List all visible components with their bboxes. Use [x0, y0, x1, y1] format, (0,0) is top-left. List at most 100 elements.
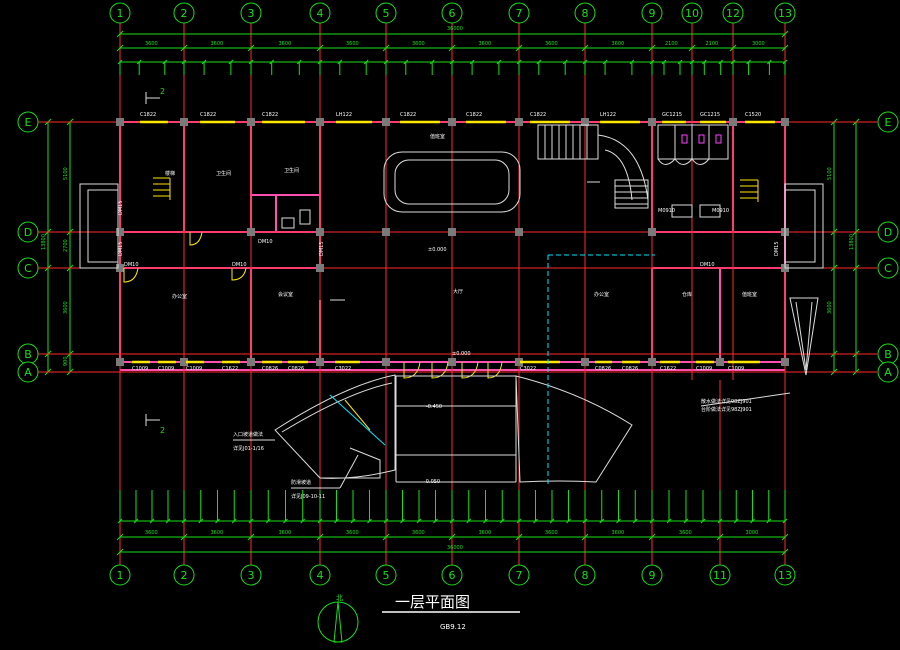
- column: [581, 358, 589, 366]
- structural-columns: [116, 118, 789, 366]
- door-tag: DM15: [118, 200, 124, 215]
- dimension-tick: [382, 44, 390, 52]
- column: [448, 118, 456, 126]
- column: [247, 118, 255, 126]
- axis-bubble: 6: [441, 564, 463, 586]
- axis-bubble-circle: [109, 2, 131, 24]
- axis-grid: [119, 22, 786, 566]
- column: [382, 228, 390, 236]
- room-label-office-left: 办公室: [172, 293, 187, 300]
- dimension-tick: [316, 44, 324, 52]
- axis-bubble-circle: [240, 2, 262, 24]
- column: [729, 118, 737, 126]
- axis-bubble: 7: [508, 2, 530, 24]
- window-tag: LH122: [336, 112, 352, 118]
- scale-note: GB9.12: [440, 623, 466, 631]
- dimension-tick: [448, 533, 456, 541]
- axis-bubble: 3: [240, 2, 262, 24]
- axis-bubble-circle: [17, 111, 39, 133]
- axis-bubble: E: [17, 111, 39, 133]
- dimension-value: 3000: [752, 41, 765, 47]
- column: [116, 358, 124, 366]
- axis-bubble: 8: [574, 2, 596, 24]
- window-tag: C0826: [595, 366, 611, 372]
- axis-bubble-circle: [17, 221, 39, 243]
- dimension-total: 13800: [849, 234, 855, 250]
- column: [382, 118, 390, 126]
- axis-bubble: C: [877, 257, 899, 279]
- level-entry: ±0.000: [452, 351, 471, 357]
- door-tag: DM10: [124, 262, 139, 268]
- dimension-tick: [116, 548, 124, 556]
- door-tag: M0910: [712, 208, 729, 214]
- dimension-tick: [729, 44, 737, 52]
- axis-bubble: 3: [240, 564, 262, 586]
- dimension-tick: [316, 533, 324, 541]
- dimension-value: 2100: [665, 41, 678, 47]
- dimension-tick: [180, 533, 188, 541]
- axis-bubble-circle: [173, 2, 195, 24]
- dimension-tick: [116, 533, 124, 541]
- dimension-value: 900: [63, 356, 69, 366]
- dimension-value: 3600: [612, 530, 625, 536]
- room-label-storage: 仓库: [682, 291, 692, 298]
- column: [716, 358, 724, 366]
- axis-bubble-circle: [375, 2, 397, 24]
- window-tag: GC1215: [700, 112, 720, 118]
- axis-bubble-label: 8: [582, 7, 589, 20]
- window-tag: C3022: [335, 366, 351, 372]
- toilet-stalls: [657, 124, 729, 218]
- interior-details: [79, 124, 824, 485]
- axis-bubble-label: B: [24, 348, 32, 361]
- axis-bubble-label: 9: [649, 7, 656, 20]
- dimension-value: 3600: [612, 41, 625, 47]
- dimension-value: 3600: [679, 530, 692, 536]
- column: [648, 228, 656, 236]
- axis-bubble-circle: [774, 2, 796, 24]
- column: [247, 358, 255, 366]
- axis-bubble-label: D: [884, 226, 892, 239]
- dimension-value: 3600: [346, 41, 359, 47]
- title-block: 一层平面图 GB9.12 北: [317, 593, 520, 643]
- dimension-tick: [781, 548, 789, 556]
- ramp-note: 防滑坡道: [291, 479, 311, 486]
- column: [180, 118, 188, 126]
- axis-bubble-label: 5: [383, 569, 390, 582]
- window-tag: C1009: [696, 366, 712, 372]
- axis-bubble-label: C: [884, 262, 892, 275]
- axis-bubble: D: [877, 221, 899, 243]
- dimension-value: 2700: [63, 239, 69, 252]
- axis-bubble-label: B: [884, 348, 892, 361]
- axis-bubble-label: A: [24, 366, 32, 379]
- dimension-value: 5100: [63, 167, 69, 180]
- column: [448, 358, 456, 366]
- level-ramp: -0.050: [424, 479, 440, 485]
- dimension-total: 13800: [41, 234, 47, 250]
- entrance-platform: [274, 374, 633, 483]
- axis-bubble-label: 2: [181, 569, 188, 582]
- axis-bubble: 13: [774, 564, 796, 586]
- axis-bubble-circle: [877, 257, 899, 279]
- axis-bubble-circle: [309, 2, 331, 24]
- entrance-ref: 详见J01-1/16: [233, 445, 264, 452]
- axis-bubble: 1: [109, 564, 131, 586]
- axis-bubble-circle: [722, 2, 744, 24]
- dimension-value: 3600: [412, 530, 425, 536]
- axis-bubble-label: E: [885, 116, 892, 129]
- north-arrow: [317, 601, 359, 643]
- axis-bubble: 5: [375, 2, 397, 24]
- column: [648, 118, 656, 126]
- dimension-value: 3600: [479, 530, 492, 536]
- column: [247, 228, 255, 236]
- window-tag: LH122: [600, 112, 616, 118]
- column: [316, 358, 324, 366]
- axis-bubble-label: E: [25, 116, 32, 129]
- column: [180, 358, 188, 366]
- dimension-value: 3600: [145, 41, 158, 47]
- drawing-title: 一层平面图: [395, 593, 470, 611]
- window-tag: C1822: [262, 112, 278, 118]
